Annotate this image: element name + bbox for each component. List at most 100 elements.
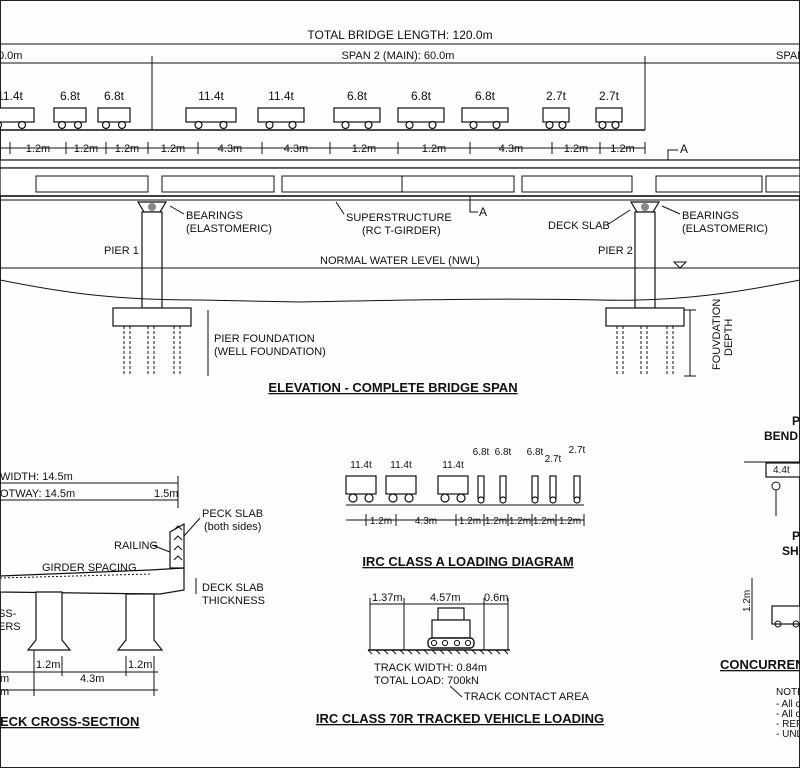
truck-load-label: 6.8t xyxy=(475,89,496,103)
truck-load-label: 2.7t xyxy=(546,89,567,103)
cs-dim-bottom: m xyxy=(0,686,9,698)
pier-1 xyxy=(112,201,192,376)
spacing-label: 4.3m xyxy=(499,143,523,155)
class-a-load-label: 6.8t xyxy=(473,447,490,458)
cs-girder-spacing-label: GIRDER SPACING xyxy=(42,562,137,574)
truck-load-label: 6.8t xyxy=(347,89,368,103)
girder-panel xyxy=(655,175,763,193)
class-a-load-label: 6.8t xyxy=(495,447,512,458)
class-a-spacing-label: 1.2m xyxy=(533,516,555,527)
rp-title: CONCURREN xyxy=(720,657,800,672)
section-mark-mid: A xyxy=(479,205,487,219)
span2-label: SPAN 2 (MAIN): 60.0m xyxy=(342,50,455,62)
r70-track-width: TRACK WIDTH: 0.84m xyxy=(374,662,487,674)
truck-load-label: 11.4t xyxy=(268,89,294,103)
truck-load-label: 11.4t xyxy=(198,89,224,103)
girder-panel xyxy=(35,175,149,193)
class-a-vehicle-5: 6.8t xyxy=(495,447,512,504)
girder-panels xyxy=(35,175,800,193)
truck-load-label: 6.8t xyxy=(104,89,125,103)
cs-railing-label: RAILING xyxy=(114,540,158,552)
rp-sh: SH xyxy=(782,544,799,558)
class-a-spacing-label: 4.3m xyxy=(415,516,437,527)
rp-note: - All c xyxy=(776,709,800,720)
class-a-spacing-label: 1.2m xyxy=(370,516,392,527)
cs-dim-b: 4.3m xyxy=(80,673,104,685)
girder-panel xyxy=(161,175,275,193)
right-panel: P BEND 4.4t P SH 1.2m CONCURREN NOTE - A… xyxy=(720,414,800,740)
class-a-load-label: 11.4t xyxy=(442,460,464,471)
girder-panel xyxy=(401,175,515,193)
bearings-left-label: BEARINGS(ELASTOMERIC) xyxy=(186,210,272,235)
class-a-load-label: 11.4t xyxy=(390,460,412,471)
pier-1-label: PIER 1 xyxy=(104,245,139,257)
total-length-label: TOTAL BRIDGE LENGTH: 120.0m xyxy=(307,28,492,42)
class-a-load-label: 2.7t xyxy=(545,454,562,465)
truck-1: 11.4t xyxy=(0,89,35,130)
cs-dim-c: 1.2m xyxy=(128,659,152,671)
class-a-vehicle-4: 6.8t xyxy=(473,447,490,504)
pier-2 xyxy=(605,201,685,376)
class-a-title: IRC CLASS A LOADING DIAGRAM xyxy=(362,554,573,569)
pier-foundation-label: PIER FOUNDATION(WELL FOUNDATION) xyxy=(214,333,326,358)
rp-note: - UNL xyxy=(776,729,800,740)
r70-dim2: 4.57m xyxy=(430,592,461,604)
truck-3: 6.8t xyxy=(97,89,131,130)
r70-total-load: TOTAL LOAD: 700kN xyxy=(374,675,479,687)
class-70r-diagram: 1.37m 4.57m 0.6m TRACK WIDTH: 0.84m TOTA… xyxy=(316,592,604,726)
class-a-spacing-label: 1.2m xyxy=(559,516,581,527)
truck-9: 2.7t xyxy=(542,89,570,130)
truck-5: 11.4t xyxy=(257,89,305,130)
class-a-spacing-label: 1.2m xyxy=(509,516,531,527)
truck-2: 6.8t xyxy=(53,89,87,130)
r70-dim3: 0.6m xyxy=(484,592,508,604)
elevation-view: TOTAL BRIDGE LENGTH: 120.0m 0.0m SPAN 2 … xyxy=(0,28,800,395)
truck-load-label: 6.8t xyxy=(60,89,81,103)
deck-cross-section: WIDTH: 14.5m OTWAY: 14.5m 1.5m RAILING G… xyxy=(0,471,265,729)
pier-2-label: PIER 2 xyxy=(598,245,633,257)
r70-contact: TRACK CONTACT AREA xyxy=(464,691,590,703)
truck-10: 2.7t xyxy=(595,89,623,130)
cs-width-label: WIDTH: 14.5m xyxy=(0,471,73,483)
rp-notes-head: NOTE xyxy=(776,687,800,698)
truck-7: 6.8t xyxy=(397,89,445,130)
rp-load: 4.4t xyxy=(773,465,790,476)
class-a-spacing-label: 1.2m xyxy=(485,516,507,527)
spacing-label: 4.3m xyxy=(284,143,308,155)
class-a-vehicle-6: 6.8t xyxy=(527,447,544,504)
span3-label: SPAN xyxy=(776,50,800,62)
class-a-load-label: 2.7t xyxy=(569,445,586,456)
superstructure-label: SUPERSTRUCTURE(RC T-GIRDER) xyxy=(346,212,452,237)
bearings-right-label: BEARINGS(ELASTOMERIC) xyxy=(682,210,768,235)
r70-dim1: 1.37m xyxy=(372,592,403,604)
section-mark-top: A xyxy=(680,142,688,156)
rp-bend: BEND xyxy=(764,429,798,443)
rp-note: - REF xyxy=(776,719,800,730)
cs-peck-slab-label: PECK SLAB(both sides) xyxy=(202,508,263,533)
class-a-vehicle-1: 11.4t xyxy=(345,460,377,503)
spacing-label: 1.2m xyxy=(26,143,50,155)
truck-8: 6.8t xyxy=(461,89,509,130)
spacing-label: 1.2m xyxy=(564,143,588,155)
rp-p1: P xyxy=(792,414,800,428)
foundation-depth-label: FOUVDATIONDEPTH xyxy=(711,299,735,370)
rp-note: - All c xyxy=(776,699,800,710)
cs-footway-label: OTWAY: 14.5m xyxy=(0,488,75,500)
cs-cross-girders-label: SS-ERS xyxy=(0,608,21,633)
truck-load-label: 6.8t xyxy=(411,89,432,103)
truck-4: 11.4t xyxy=(185,89,237,130)
truck-6: 6.8t xyxy=(333,89,381,130)
cs-dim-a: 1.2m xyxy=(36,659,60,671)
spacing-label: 1.2m xyxy=(352,143,376,155)
nwl-label: NORMAL WATER LEVEL (NWL) xyxy=(320,255,480,267)
truck-load-label: 11.4t xyxy=(0,89,24,103)
deck-slab-label: DECK SLAB xyxy=(548,220,610,232)
spacing-label: 1.2m xyxy=(161,143,185,155)
spacing-label: 1.2m xyxy=(422,143,446,155)
